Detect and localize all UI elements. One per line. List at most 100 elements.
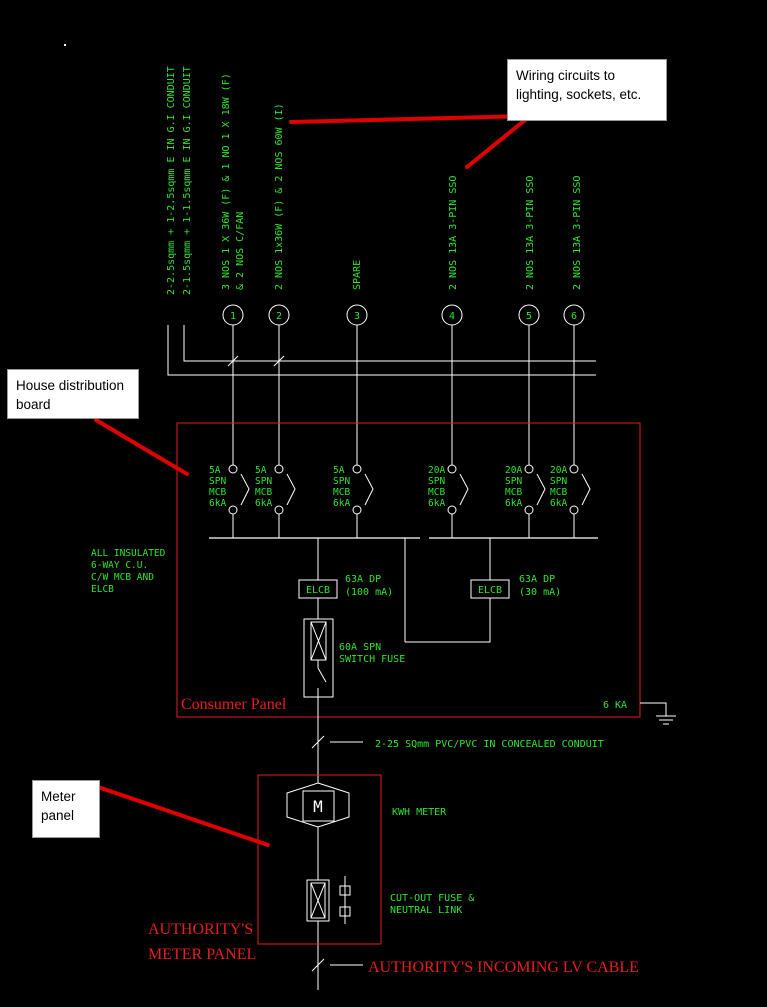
circuit-5-contact-bottom	[524, 505, 534, 515]
elcb-100ma-sensitivity: (100 mA)	[345, 587, 393, 598]
cu-note-line-3: C/W MCB AND	[91, 572, 154, 583]
circuit-6-breaker-lever	[581, 473, 591, 506]
circuit-3-breaker-lever	[364, 473, 374, 506]
circuit-columns: 15ASPNMCB6kA25ASPNMCB6kA35ASPNMCB6kA420A…	[209, 304, 591, 538]
circuit-5-breaking: 6kA	[505, 498, 522, 509]
circuit-5-contact-top	[524, 464, 534, 474]
feeder-cable-marker	[311, 735, 363, 749]
circuit-3-type: SPN	[333, 476, 350, 487]
cutout-label-1: CUT-OUT FUSE &	[390, 893, 474, 904]
cu-internal-wiring	[317, 538, 491, 990]
distribution-board-callout: House distribution board	[7, 369, 139, 419]
circuit-1-number: 1	[230, 311, 236, 322]
cable-spec-2: 2-1.5sqmm + 1-1.5sqmm E IN G.I CONDUIT	[182, 66, 193, 295]
circuit-6-device: MCB	[550, 487, 567, 498]
circuit-3-number: 3	[354, 311, 360, 322]
circuit-6-number: 6	[571, 311, 577, 322]
kwh-meter-symbol	[286, 782, 350, 828]
circuit-4-breaking: 6kA	[428, 498, 445, 509]
circuit-4-device: MCB	[428, 487, 445, 498]
circuit-1-load-b: & 2 NOS C/FAN	[235, 212, 246, 290]
cu-note-line-4: ELCB	[91, 584, 114, 595]
wiring-callout-text: Wiring circuits to lighting, sockets, et…	[516, 68, 642, 102]
circuit-3-contact-bottom	[352, 505, 362, 515]
circuit-2-type: SPN	[255, 476, 272, 487]
meter-panel-border	[257, 774, 382, 945]
top-bus	[167, 325, 596, 376]
stray-dot	[64, 44, 66, 46]
circuit-3-breaking: 6kA	[333, 498, 350, 509]
circuit-1-type: SPN	[209, 476, 226, 487]
kwh-meter-label: KWH METER	[392, 807, 447, 818]
authority-panel-line-1: AUTHORITY'S	[148, 921, 253, 938]
meter-callout-text: Meter panel	[41, 789, 76, 823]
circuit-2-load: 2 NOS 1x36W (F) & 2 NOS 60W (I)	[274, 103, 285, 290]
circuit-4-number: 4	[449, 311, 455, 322]
kwh-meter-letter: M	[313, 797, 323, 816]
cutout-label-2: NEUTRAL LINK	[390, 905, 462, 916]
switch-fuse-rating: 60A SPN	[339, 642, 381, 653]
circuit-1-load-a: 3 NOS 1 X 36W (F) & 1 NO 1 X 18W (F)	[221, 73, 232, 290]
circuit-4-type: SPN	[428, 476, 445, 487]
circuit-3-load: SPARE	[352, 260, 363, 290]
wiring-circuits-callout: Wiring circuits to lighting, sockets, et…	[507, 59, 667, 121]
circuit-3-contact-top	[352, 464, 362, 474]
board-callout-pointer	[94, 418, 189, 476]
neutral-link	[339, 876, 351, 924]
consumer-unit-note: ALL INSULATED 6-WAY C.U. C/W MCB AND ELC…	[91, 548, 166, 595]
circuit-2-breaking: 6kA	[255, 498, 272, 509]
incoming-cable-marker	[311, 958, 363, 972]
meter-callout-pointer	[93, 784, 270, 847]
circuit-5-device: MCB	[505, 487, 522, 498]
elcb-30ma-rating: 63A DP	[519, 574, 555, 585]
circuit-2-contact-top	[274, 464, 284, 474]
incoming-cable-label: AUTHORITY'S INCOMING LV CABLE	[368, 959, 639, 976]
circuit-3-device: MCB	[333, 487, 350, 498]
authority-panel-line-2: METER PANEL	[148, 946, 256, 963]
circuit-1-contact-bottom	[228, 505, 238, 515]
elcb-100ma	[298, 579, 338, 599]
circuit-5-breaker-lever	[536, 473, 546, 506]
circuit-1-breaking: 6kA	[209, 498, 226, 509]
elcb-30ma-sensitivity: (30 mA)	[519, 587, 561, 598]
callout-pointers	[93, 113, 536, 847]
meter-panel-callout: Meter panel	[32, 780, 100, 838]
circuit-5-type: SPN	[505, 476, 522, 487]
circuit-6-rating: 20A	[550, 465, 567, 476]
circuit-6-type: SPN	[550, 476, 567, 487]
circuit-2-rating: 5A	[255, 465, 267, 476]
elcb-30ma	[470, 579, 510, 599]
circuit-4-rating: 20A	[428, 465, 445, 476]
circuit-6-contact-bottom	[569, 505, 579, 515]
feeder-cable-label: 2-25 SQmm PVC/PVC IN CONCEALED CONDUIT	[375, 739, 604, 750]
circuit-1-bus-tick	[227, 355, 239, 367]
cu-note-line-2: 6-WAY C.U.	[91, 560, 148, 571]
cu-note-line-1: ALL INSULATED	[91, 548, 166, 559]
cable-spec-1: 2-2.5sqmm + 1-2.5sqmm E IN G.I CONDUIT	[166, 66, 177, 295]
circuit-5-load: 2 NOS 13A 3-PIN SSO	[525, 176, 536, 290]
circuit-6-contact-top	[569, 464, 579, 474]
circuit-1-contact-top	[228, 464, 238, 474]
circuit-2-device: MCB	[255, 487, 272, 498]
circuit-4-load: 2 NOS 13A 3-PIN SSO	[448, 176, 459, 290]
circuit-1-device: MCB	[209, 487, 226, 498]
cutout-fuse	[306, 879, 330, 922]
circuit-1-breaker-lever	[240, 473, 250, 506]
wiring-callout-pointer	[289, 113, 536, 169]
circuit-5-rating: 20A	[505, 465, 522, 476]
circuit-3-rating: 5A	[333, 465, 345, 476]
board-callout-text: House distribution board	[16, 378, 125, 412]
circuit-2-bus-tick	[273, 355, 285, 367]
kwh-meter-box	[302, 790, 335, 822]
elcb-100ma-label: ELCB	[306, 585, 330, 596]
elcb-100ma-rating: 63A DP	[345, 574, 381, 585]
circuit-6-breaking: 6kA	[550, 498, 567, 509]
circuit-4-contact-top	[447, 464, 457, 474]
circuit-4-contact-bottom	[447, 505, 457, 515]
circuit-5-number: 5	[526, 311, 532, 322]
circuit-2-contact-bottom	[274, 505, 284, 515]
consumer-panel-title: Consumer Panel	[181, 696, 287, 713]
switch-fuse-label: SWITCH FUSE	[339, 654, 405, 665]
circuit-2-breaker-lever	[286, 473, 296, 506]
